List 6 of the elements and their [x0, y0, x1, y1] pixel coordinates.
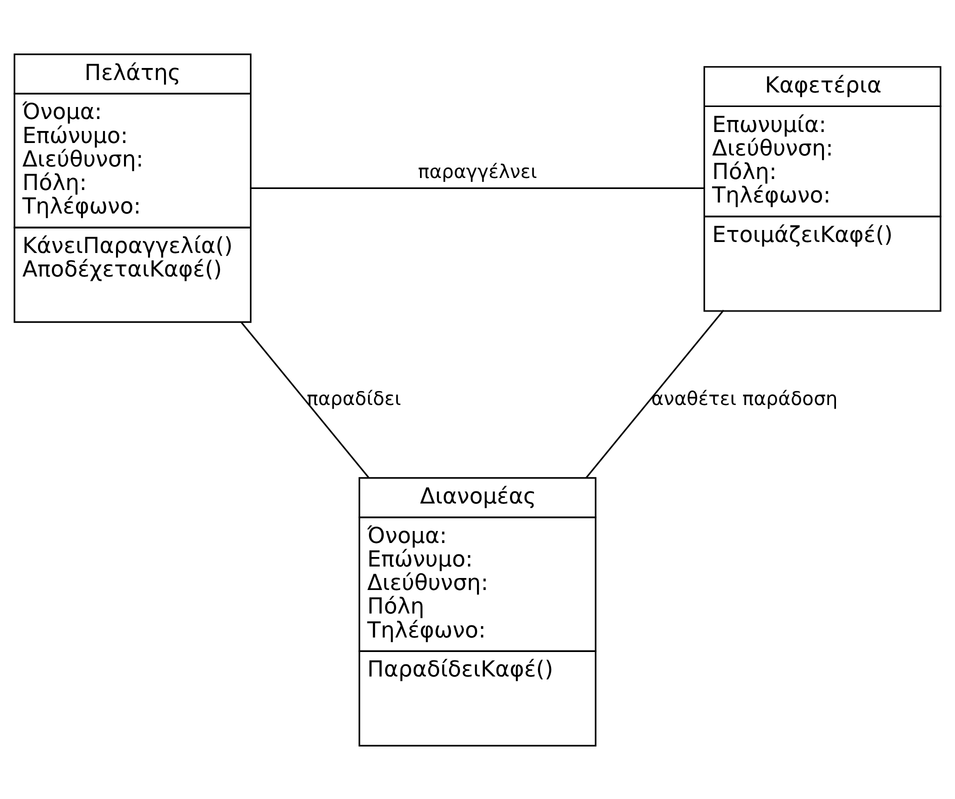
- connector: [585, 309, 724, 478]
- connector: [240, 321, 370, 478]
- connector: [251, 186, 704, 188]
- edge-label: αναθέτει παράδοση: [651, 387, 838, 410]
- edge-label: παραγγέλνει: [418, 160, 538, 183]
- edge-label: παραδίδει: [306, 387, 402, 410]
